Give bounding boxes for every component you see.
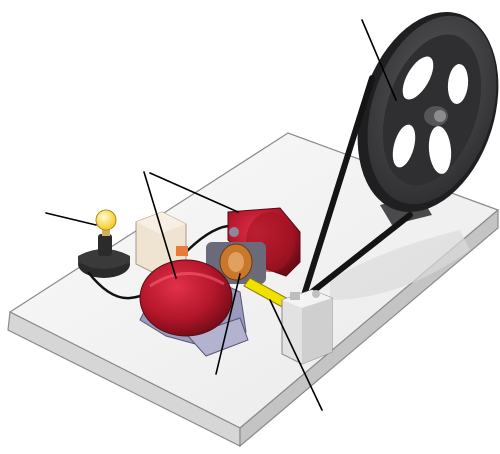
leader-line-bulb xyxy=(46,213,96,225)
commutator-box xyxy=(282,290,332,364)
